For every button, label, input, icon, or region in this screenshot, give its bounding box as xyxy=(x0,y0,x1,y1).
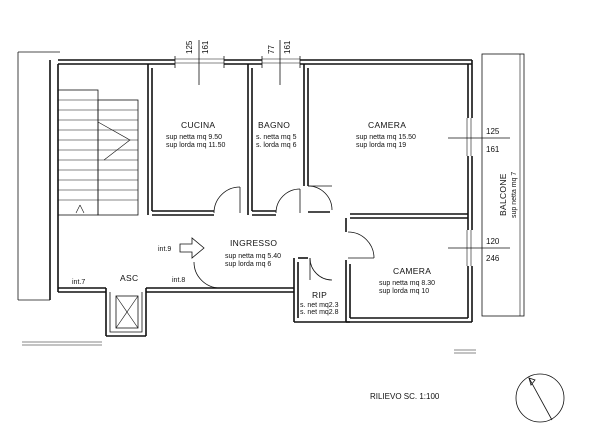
bagno-window-dim-2: 161 xyxy=(283,40,292,54)
rip-net: s. net mq2.3 xyxy=(300,302,339,309)
ingresso-gross: sup lorda mq 6 xyxy=(225,261,271,268)
cucina-name: CUCINA xyxy=(181,120,215,130)
ingresso-name: INGRESSO xyxy=(230,238,277,248)
balcone-name: BALCONE xyxy=(498,173,508,216)
left-building-edge xyxy=(17,51,102,346)
north-arrow-icon xyxy=(515,373,565,423)
camera1-name: CAMERA xyxy=(368,120,406,130)
camera2-net: sup netta mq 8.30 xyxy=(379,280,435,287)
bagno-gross: s. lorda mq 6 xyxy=(256,142,297,149)
camera1-gross: sup lorda mq 19 xyxy=(356,142,406,149)
bagno-name: BAGNO xyxy=(258,120,290,130)
bagno-window xyxy=(261,40,301,85)
cucina-window-dim-1: 125 xyxy=(185,40,194,54)
cucina-gross: sup lorda mq 11.50 xyxy=(166,142,226,149)
staircase xyxy=(57,89,139,216)
asc-label: ASC xyxy=(120,273,138,283)
camera1-net: sup netta mq 15.50 xyxy=(356,134,416,141)
cucina-net: sup netta mq 9.50 xyxy=(166,134,222,141)
balcone-net: sup netta mq 7 xyxy=(511,172,518,218)
camera2-name: CAMERA xyxy=(393,266,431,276)
camera1-window-dim-2: 161 xyxy=(486,145,500,154)
cucina-window xyxy=(174,40,225,85)
bagno-window-dim-1: 77 xyxy=(267,45,276,54)
bottom-ticks xyxy=(454,349,476,354)
camera2-window-dim-1: 120 xyxy=(486,237,500,246)
entry-arrow-icon xyxy=(179,237,205,259)
camera2-gross: sup lorda mq 10 xyxy=(379,288,429,295)
camera1-window xyxy=(448,118,510,156)
camera2-window xyxy=(448,230,510,266)
int8-label: int.8 xyxy=(172,277,185,284)
camera1-window-dim-1: 125 xyxy=(486,127,500,136)
rip-name: RIP xyxy=(312,290,327,300)
int7-label: int.7 xyxy=(72,279,85,286)
bagno-net: s. netta mq 5 xyxy=(256,134,297,141)
camera2-window-dim-2: 246 xyxy=(486,254,500,263)
apartment-walls xyxy=(49,59,473,337)
balcony xyxy=(481,53,525,317)
cucina-window-dim-2: 161 xyxy=(201,40,210,54)
ingresso-net: sup netta mq 5.40 xyxy=(225,253,281,260)
scale-caption: RILIEVO SC. 1:100 xyxy=(370,392,440,401)
rip-gross: s. net mq2.8 xyxy=(300,309,339,316)
elevator-symbol xyxy=(115,295,139,329)
int9-label: int.9 xyxy=(158,246,171,253)
doors xyxy=(193,185,375,289)
